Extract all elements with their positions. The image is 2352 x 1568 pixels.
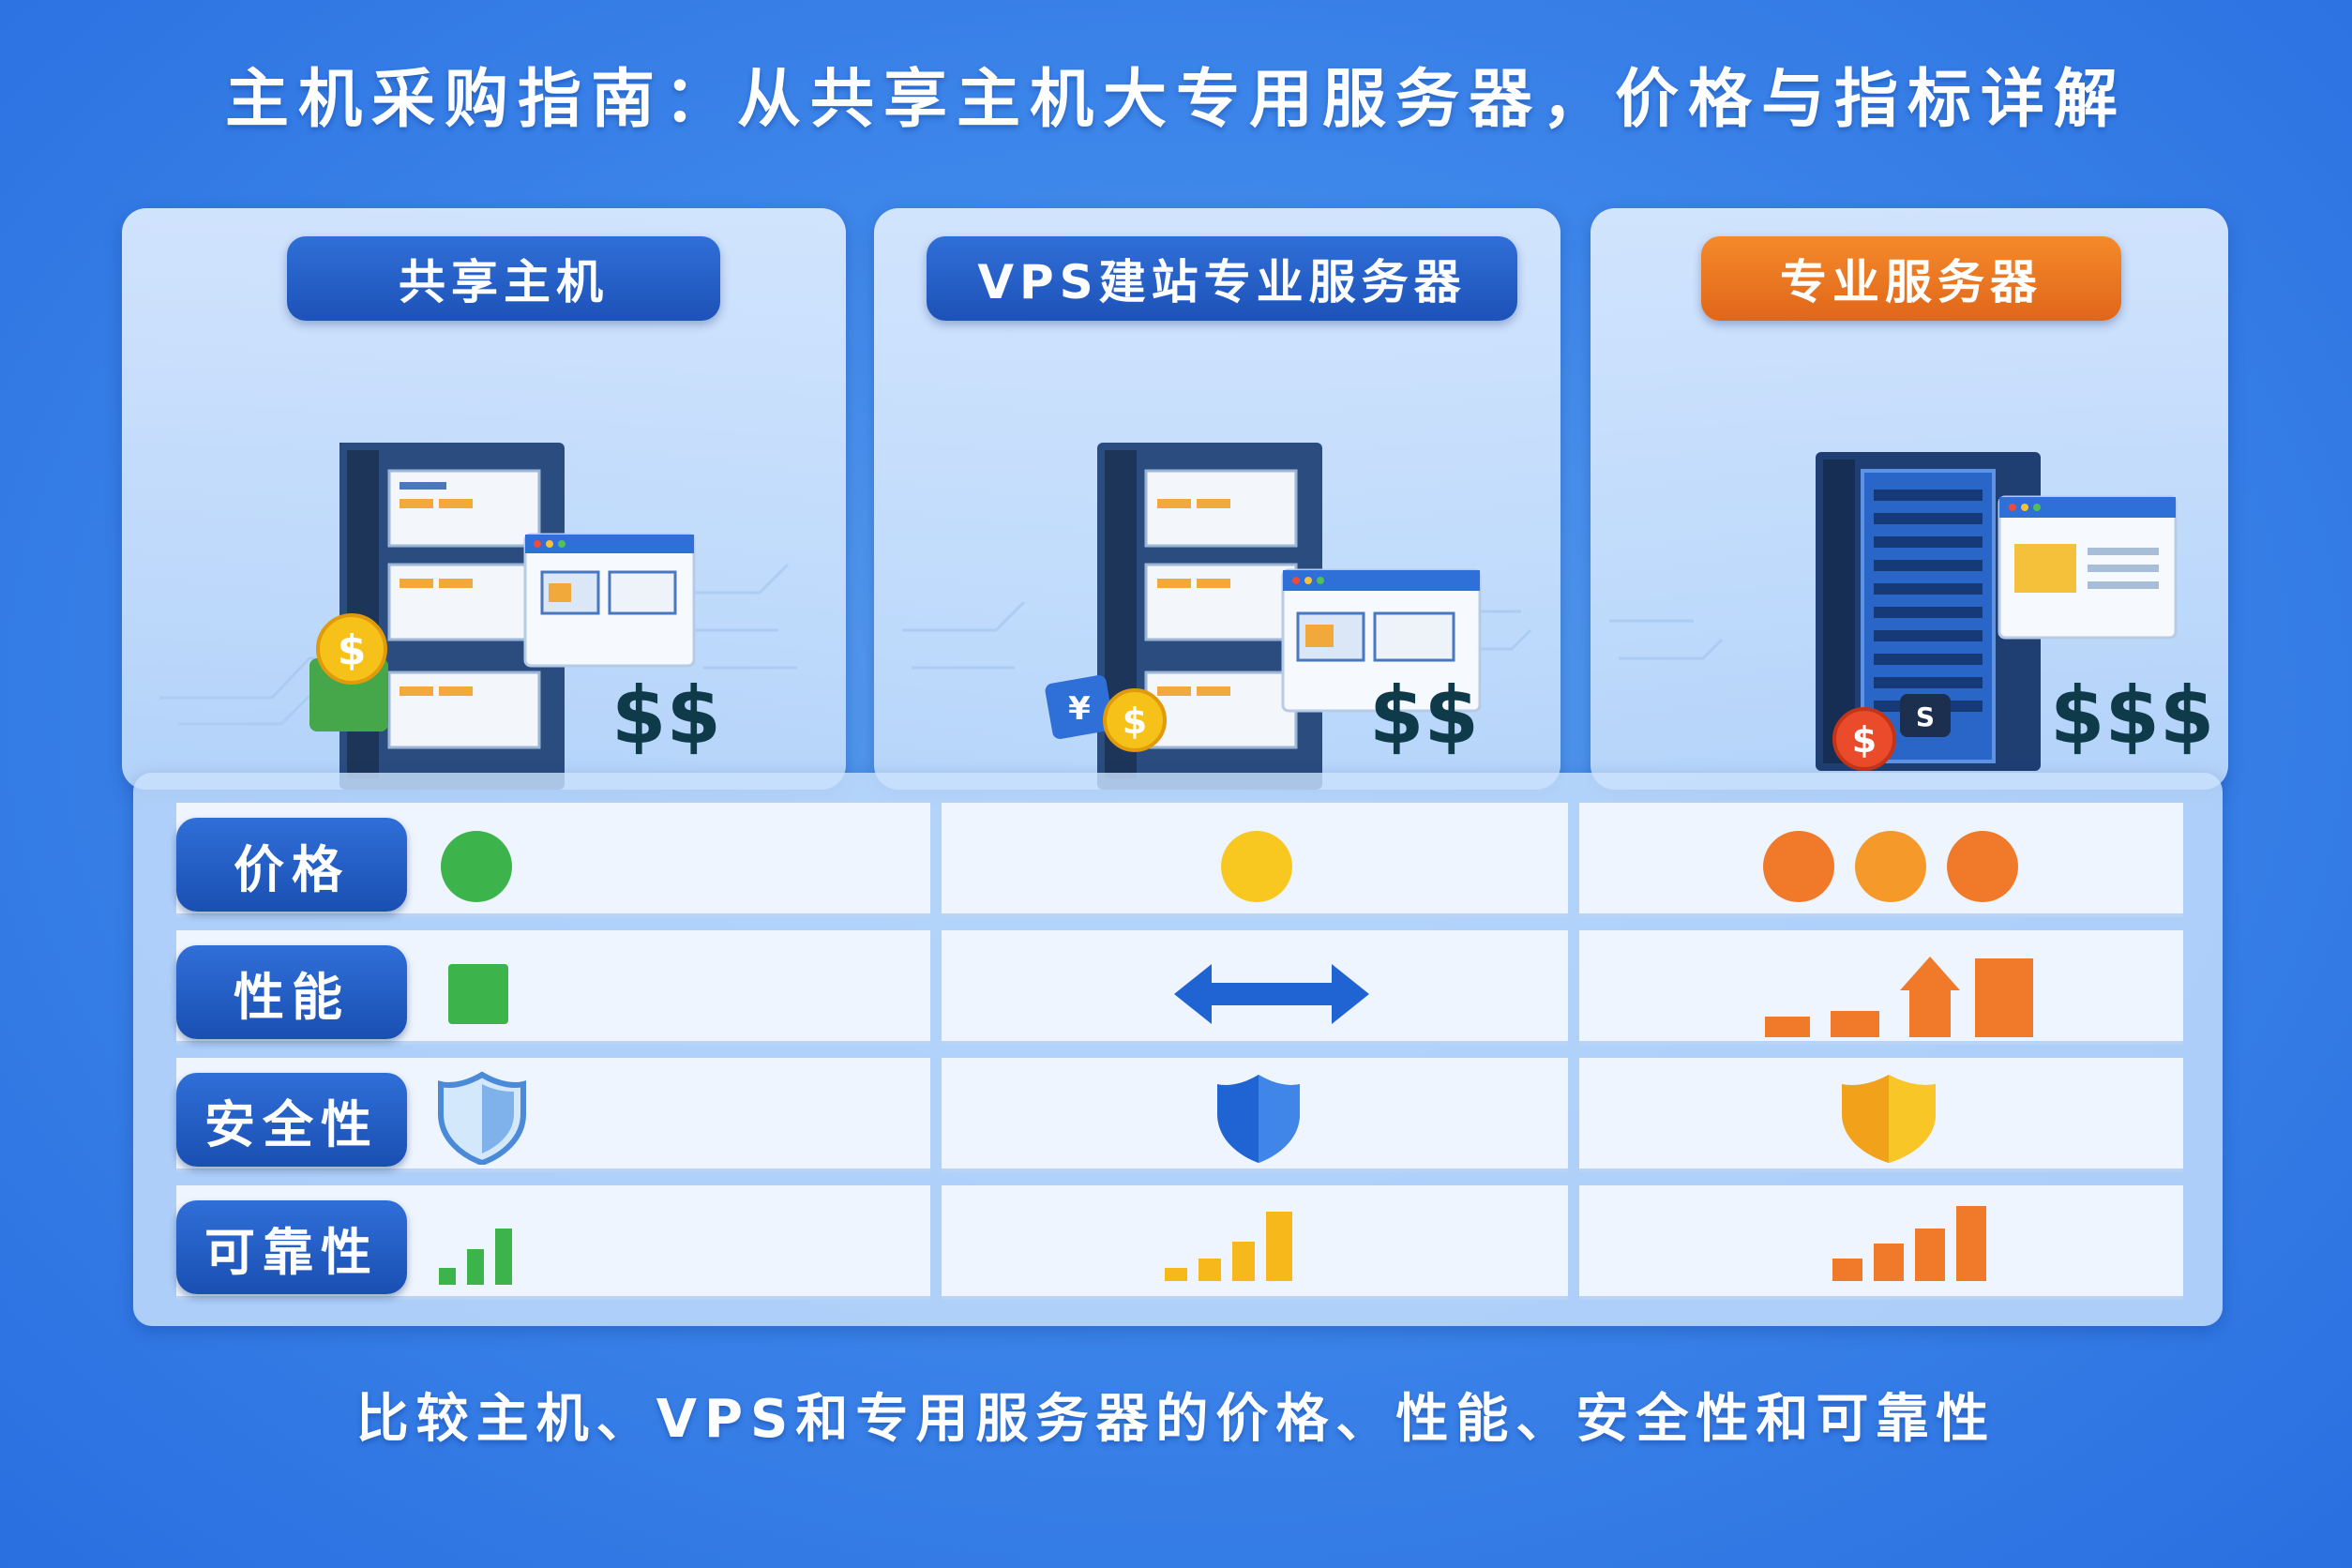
double-arrow-icon xyxy=(1174,964,1369,1024)
yellow-circle-icon xyxy=(1221,831,1292,902)
blue-shield-icon xyxy=(1217,1075,1300,1163)
dollar-coin-icon xyxy=(1103,688,1167,752)
chip-icon xyxy=(1900,694,1951,737)
vps-pill: VPS建站专业服务器 xyxy=(927,236,1517,321)
shared-hosting-pill: 共享主机 xyxy=(287,236,720,321)
dedicated-price-symbol: $$$ xyxy=(2050,670,2215,761)
shared-price-symbol: $$ xyxy=(611,670,721,761)
shared-server-illustration: $ xyxy=(159,443,797,790)
comparison-table: 价格 性能 xyxy=(133,773,2223,1326)
three-orange-circles-icon xyxy=(1763,831,2018,902)
svg-text:$: $ xyxy=(1123,701,1147,742)
gold-shield-icon xyxy=(1842,1075,1936,1163)
dedicated-pill: 专业服务器 xyxy=(1701,236,2121,321)
svg-text:S: S xyxy=(1916,701,1935,732)
shared-hosting-card: 共享主机 $ $$ xyxy=(122,208,846,790)
light-shield-icon xyxy=(438,1071,526,1165)
dedicated-card: 专业服务器 S $ $$$ xyxy=(1591,208,2228,790)
page-subtitle: 比较主机、VPS和专用服务器的价格、性能、安全性和可靠性 xyxy=(355,1389,1997,1450)
dedicated-server-illustration: S $ xyxy=(1609,452,2178,771)
orange-signal-bars-icon xyxy=(1832,1206,1986,1281)
table-row-price: 价格 xyxy=(176,803,2183,917)
table-cell xyxy=(1579,930,2183,1045)
table-row-security: 安全性 xyxy=(176,1058,2183,1172)
dollar-coin-icon xyxy=(1832,707,1896,771)
row-label-security: 安全性 xyxy=(176,1073,407,1167)
yellow-signal-bars-icon xyxy=(1165,1212,1292,1281)
card-icon xyxy=(1045,674,1114,740)
row-label-price: 价格 xyxy=(176,818,407,912)
table-row-reliability: 可靠性 xyxy=(176,1185,2183,1300)
row-label-performance: 性能 xyxy=(176,945,407,1039)
table-row-performance: 性能 xyxy=(176,930,2183,1045)
svg-text:¥: ¥ xyxy=(1068,690,1091,728)
vps-server-illustration: ¥ $ xyxy=(902,443,1532,790)
vps-price-symbol: $$ xyxy=(1369,670,1479,761)
dollar-coin-icon xyxy=(316,613,387,685)
rising-bars-arrow-icon xyxy=(1765,957,2033,1037)
svg-text:$: $ xyxy=(1852,719,1877,761)
green-square-icon xyxy=(448,964,508,1024)
page-title: 主机采购指南：从共享主机大专用服务器，价格与指标详解 xyxy=(224,63,2127,137)
svg-text:$: $ xyxy=(338,626,367,674)
green-signal-bars-icon xyxy=(439,1229,512,1285)
row-label-reliability: 可靠性 xyxy=(176,1200,407,1294)
vps-card: VPS建站专业服务器 ¥ $ $$ xyxy=(874,208,1560,790)
green-circle-icon xyxy=(441,831,512,902)
